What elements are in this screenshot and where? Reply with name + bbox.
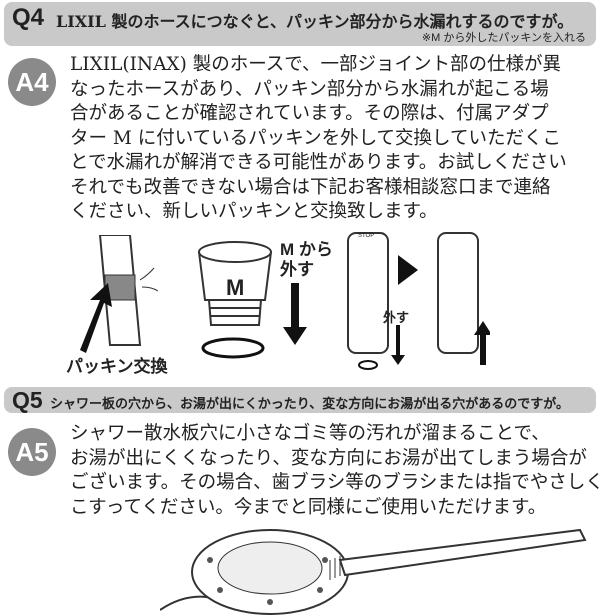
a4-line: 合があることが確認されています。その際は、付属アダプ [70,103,549,124]
a5-badge: A5 [8,428,56,476]
stop-label: STOP [358,233,375,239]
a4-line: ター M に付いているパッキンを外して交換していただくこ [70,127,561,149]
remove-from-m-label: M から 外す [280,240,333,279]
a4-line: LIXIL(INAX) 製のホースで、一部ジョイント部の仕様が異 [70,54,562,75]
a4-line: なったホースがあり、パッキン部分から水漏れが起こる場 [70,78,549,100]
toothbrush-icon [338,528,587,577]
q5-bar [4,387,596,413]
a4-badge: A4 [8,58,56,106]
up-arrow-icon [80,283,112,353]
adapter-letter: M [226,275,245,300]
a4-line: それでも改善できない場合は下記お客様相談窓口まで連絡 [70,176,551,198]
q4-bar [4,2,596,46]
adapter-m-illustration [198,241,272,359]
a5-line: ございます。その場合、歯ブラシ等のブラシまたは指でやさしく [70,472,600,493]
right-triangle-icon [398,255,418,285]
shower-head-illustrations [347,232,490,370]
a4-line: ください、新しいパッキンと交換致します。 [70,201,438,222]
a5-line: お湯が出にくくなったり、変な方向にお湯が出てしまう場合が [70,447,587,469]
down-arrow-icon [391,325,405,365]
a4-line: とで水漏れが解消できる可能性があります。お試しください [70,152,567,173]
q4-label: Q4 [12,4,45,31]
q4-note: ※M から外したパッキンを入れる [421,32,586,44]
up-arrow-icon [474,321,490,365]
a4-answer: LIXIL(INAX) 製のホースで、一部ジョイント部の仕様が異 なったホースが… [70,53,567,225]
remove-label: 外す [383,310,410,325]
q5-question: シャワー板の穴から、お湯が出にくかったり、変な方向にお湯が出る穴があるのですが。 [50,397,569,412]
a5-line: こすってください。今までと同様にご使用いただけます。 [70,496,547,518]
a5-answer: シャワー散水板穴に小さなゴミ等の汚れが溜まることで、 お湯が出にくくなったり、変… [70,422,600,520]
a5-line: シャワー散水板穴に小さなゴミ等の汚れが溜まることで、 [70,423,550,444]
packing-exchange-label: パッキン交換 [66,357,168,376]
down-arrow-icon [283,283,307,345]
q5-label: Q5 [12,387,43,413]
shower-plate-illustration [160,528,587,615]
hose-illustration [80,235,159,353]
q4-question: LIXIL 製のホースにつなぐと、パッキン部分から水漏れするのですが。 [56,12,574,31]
